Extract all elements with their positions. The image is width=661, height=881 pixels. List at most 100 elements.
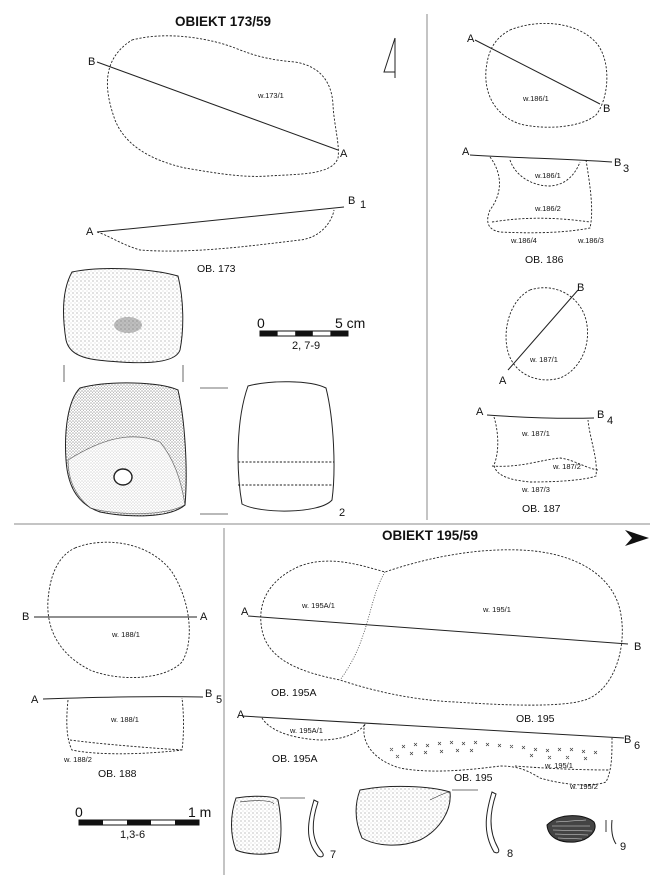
plan-label-a-195: A bbox=[241, 606, 249, 618]
plan-outline-187 bbox=[505, 287, 588, 381]
plan-outline-195 bbox=[260, 549, 623, 706]
direction-arrow-icon bbox=[625, 530, 649, 546]
plan-label-a-188: A bbox=[200, 611, 208, 623]
section-number-1: 1 bbox=[360, 199, 366, 211]
section-layer1-188 bbox=[69, 739, 183, 751]
section-layer-label-187-3: w. 187/3 bbox=[521, 485, 550, 494]
artifact-number-8: 8 bbox=[507, 848, 513, 860]
section-layer-label-195a-1: w. 195A/1 bbox=[289, 726, 323, 735]
section-profile-186 bbox=[487, 156, 593, 234]
section-label-b-186: B bbox=[614, 157, 621, 169]
section-label-b-187: B bbox=[597, 409, 604, 421]
section-top-173 bbox=[96, 206, 345, 233]
section-layer-195-2 bbox=[514, 765, 611, 771]
artifact-7-view bbox=[231, 795, 282, 855]
caption-ob-186: OB. 186 bbox=[525, 254, 564, 266]
plan-outline-173 bbox=[106, 35, 339, 177]
scale-5cm-note: 2, 7-9 bbox=[292, 340, 320, 352]
layer-label-188: w. 188/1 bbox=[111, 630, 140, 639]
artifact-7-profile bbox=[308, 799, 324, 858]
section-label-a-173: A bbox=[86, 226, 94, 238]
artifact-2-profile-view bbox=[237, 381, 335, 512]
plan-divider-195 bbox=[339, 571, 386, 681]
plan-outline-186 bbox=[485, 22, 608, 128]
title-obiekt-173: OBIEKT 173/59 bbox=[175, 14, 271, 29]
section-line-187 bbox=[507, 289, 579, 371]
scale-bar-1m bbox=[78, 819, 200, 826]
section-cross-fill-195 bbox=[389, 740, 598, 761]
section-line-173 bbox=[96, 61, 339, 151]
section-layer-label-188-2: w. 188/2 bbox=[63, 755, 92, 764]
north-arrow-icon bbox=[383, 37, 396, 78]
artifact-9-view bbox=[546, 815, 596, 843]
caption-plan-ob-195: OB. 195 bbox=[516, 713, 555, 725]
section-top-187 bbox=[486, 414, 595, 419]
plan-label-b-187: B bbox=[577, 282, 584, 294]
section-label-a-186: A bbox=[462, 146, 470, 158]
section-label-b-188: B bbox=[205, 688, 212, 700]
section-layer-label-187-2: w. 187/2 bbox=[552, 462, 581, 471]
section-line-186 bbox=[474, 39, 601, 105]
plan-label-a-186: A bbox=[467, 33, 475, 45]
section-layer-label-186-2: w.186/2 bbox=[534, 204, 561, 213]
plan-label-b-195: B bbox=[634, 641, 641, 653]
plan-label-b-173: B bbox=[88, 56, 95, 68]
artifact-number-9: 9 bbox=[620, 841, 626, 853]
section-profile-173 bbox=[96, 209, 335, 252]
section-number-3: 3 bbox=[623, 163, 629, 175]
section-layer-label-187-1: w. 187/1 bbox=[521, 429, 550, 438]
section-profile-187 bbox=[493, 416, 597, 483]
section-layer-label-195-2: w. 195/2 bbox=[569, 782, 598, 791]
scale-5cm-max: 5 cm bbox=[335, 315, 365, 331]
plan-label-a-187: A bbox=[499, 375, 507, 387]
section-layer2-186 bbox=[491, 217, 591, 223]
layer-label-187: w. 187/1 bbox=[529, 355, 558, 364]
section-number-5: 5 bbox=[216, 694, 222, 706]
layer-label-186: w.186/1 bbox=[522, 94, 549, 103]
artifact-number-2: 2 bbox=[339, 507, 345, 519]
plan-label-b-188: B bbox=[22, 611, 29, 623]
section-layer-label-188-1: w. 188/1 bbox=[110, 715, 139, 724]
section-label-a-187: A bbox=[476, 406, 484, 418]
caption-ob-187: OB. 187 bbox=[522, 503, 561, 515]
section-profile-195 bbox=[363, 723, 613, 786]
section-layer-label-186-1: w.186/1 bbox=[534, 171, 561, 180]
artifact-8-profile bbox=[485, 791, 500, 854]
artifact-9-profile bbox=[611, 819, 617, 845]
section-layer-label-186-4: w.186/4 bbox=[510, 236, 537, 245]
section-line-195 bbox=[247, 615, 629, 645]
plan-label-b-186: B bbox=[603, 103, 610, 115]
scale-5cm-zero: 0 bbox=[257, 315, 265, 331]
section-top-186 bbox=[469, 154, 613, 163]
layer-label-173: w.173/1 bbox=[257, 91, 284, 100]
artifact-2-top-view bbox=[63, 268, 184, 364]
section-top-188 bbox=[42, 696, 204, 700]
artifact-8-view bbox=[355, 785, 451, 846]
scale-1m-zero: 0 bbox=[75, 804, 83, 820]
caption-ob-173: OB. 173 bbox=[197, 263, 236, 275]
scale-1m-note: 1,3-6 bbox=[120, 829, 145, 841]
section-profile-188 bbox=[66, 697, 184, 755]
section-label-a-195: A bbox=[237, 709, 245, 721]
scale-bar-5cm bbox=[259, 330, 349, 337]
section-label-a-188: A bbox=[31, 694, 39, 706]
caption-section-ob-195a: OB. 195A bbox=[272, 753, 318, 765]
artifact-number-7: 7 bbox=[330, 849, 336, 861]
caption-plan-ob-195a: OB. 195A bbox=[271, 687, 317, 699]
artifact-2-front-view bbox=[65, 382, 187, 517]
section-number-6: 6 bbox=[634, 740, 640, 752]
section-layer1-187 bbox=[491, 457, 599, 471]
section-profile-195a bbox=[261, 717, 366, 741]
layer-label-195: w. 195/1 bbox=[482, 605, 511, 614]
section-label-b-195: B bbox=[624, 734, 631, 746]
plan-outline-188 bbox=[47, 541, 190, 678]
scale-1m-max: 1 m bbox=[188, 804, 211, 820]
section-number-4: 4 bbox=[607, 415, 613, 427]
caption-ob-188: OB. 188 bbox=[98, 768, 137, 780]
layer-label-195a: w. 195A/1 bbox=[301, 601, 335, 610]
section-layer-label-195-1: w. 195/1 bbox=[544, 761, 573, 770]
section-top-195 bbox=[241, 715, 625, 739]
title-obiekt-195: OBIEKT 195/59 bbox=[382, 528, 478, 543]
section-label-b-173: B bbox=[348, 195, 355, 207]
